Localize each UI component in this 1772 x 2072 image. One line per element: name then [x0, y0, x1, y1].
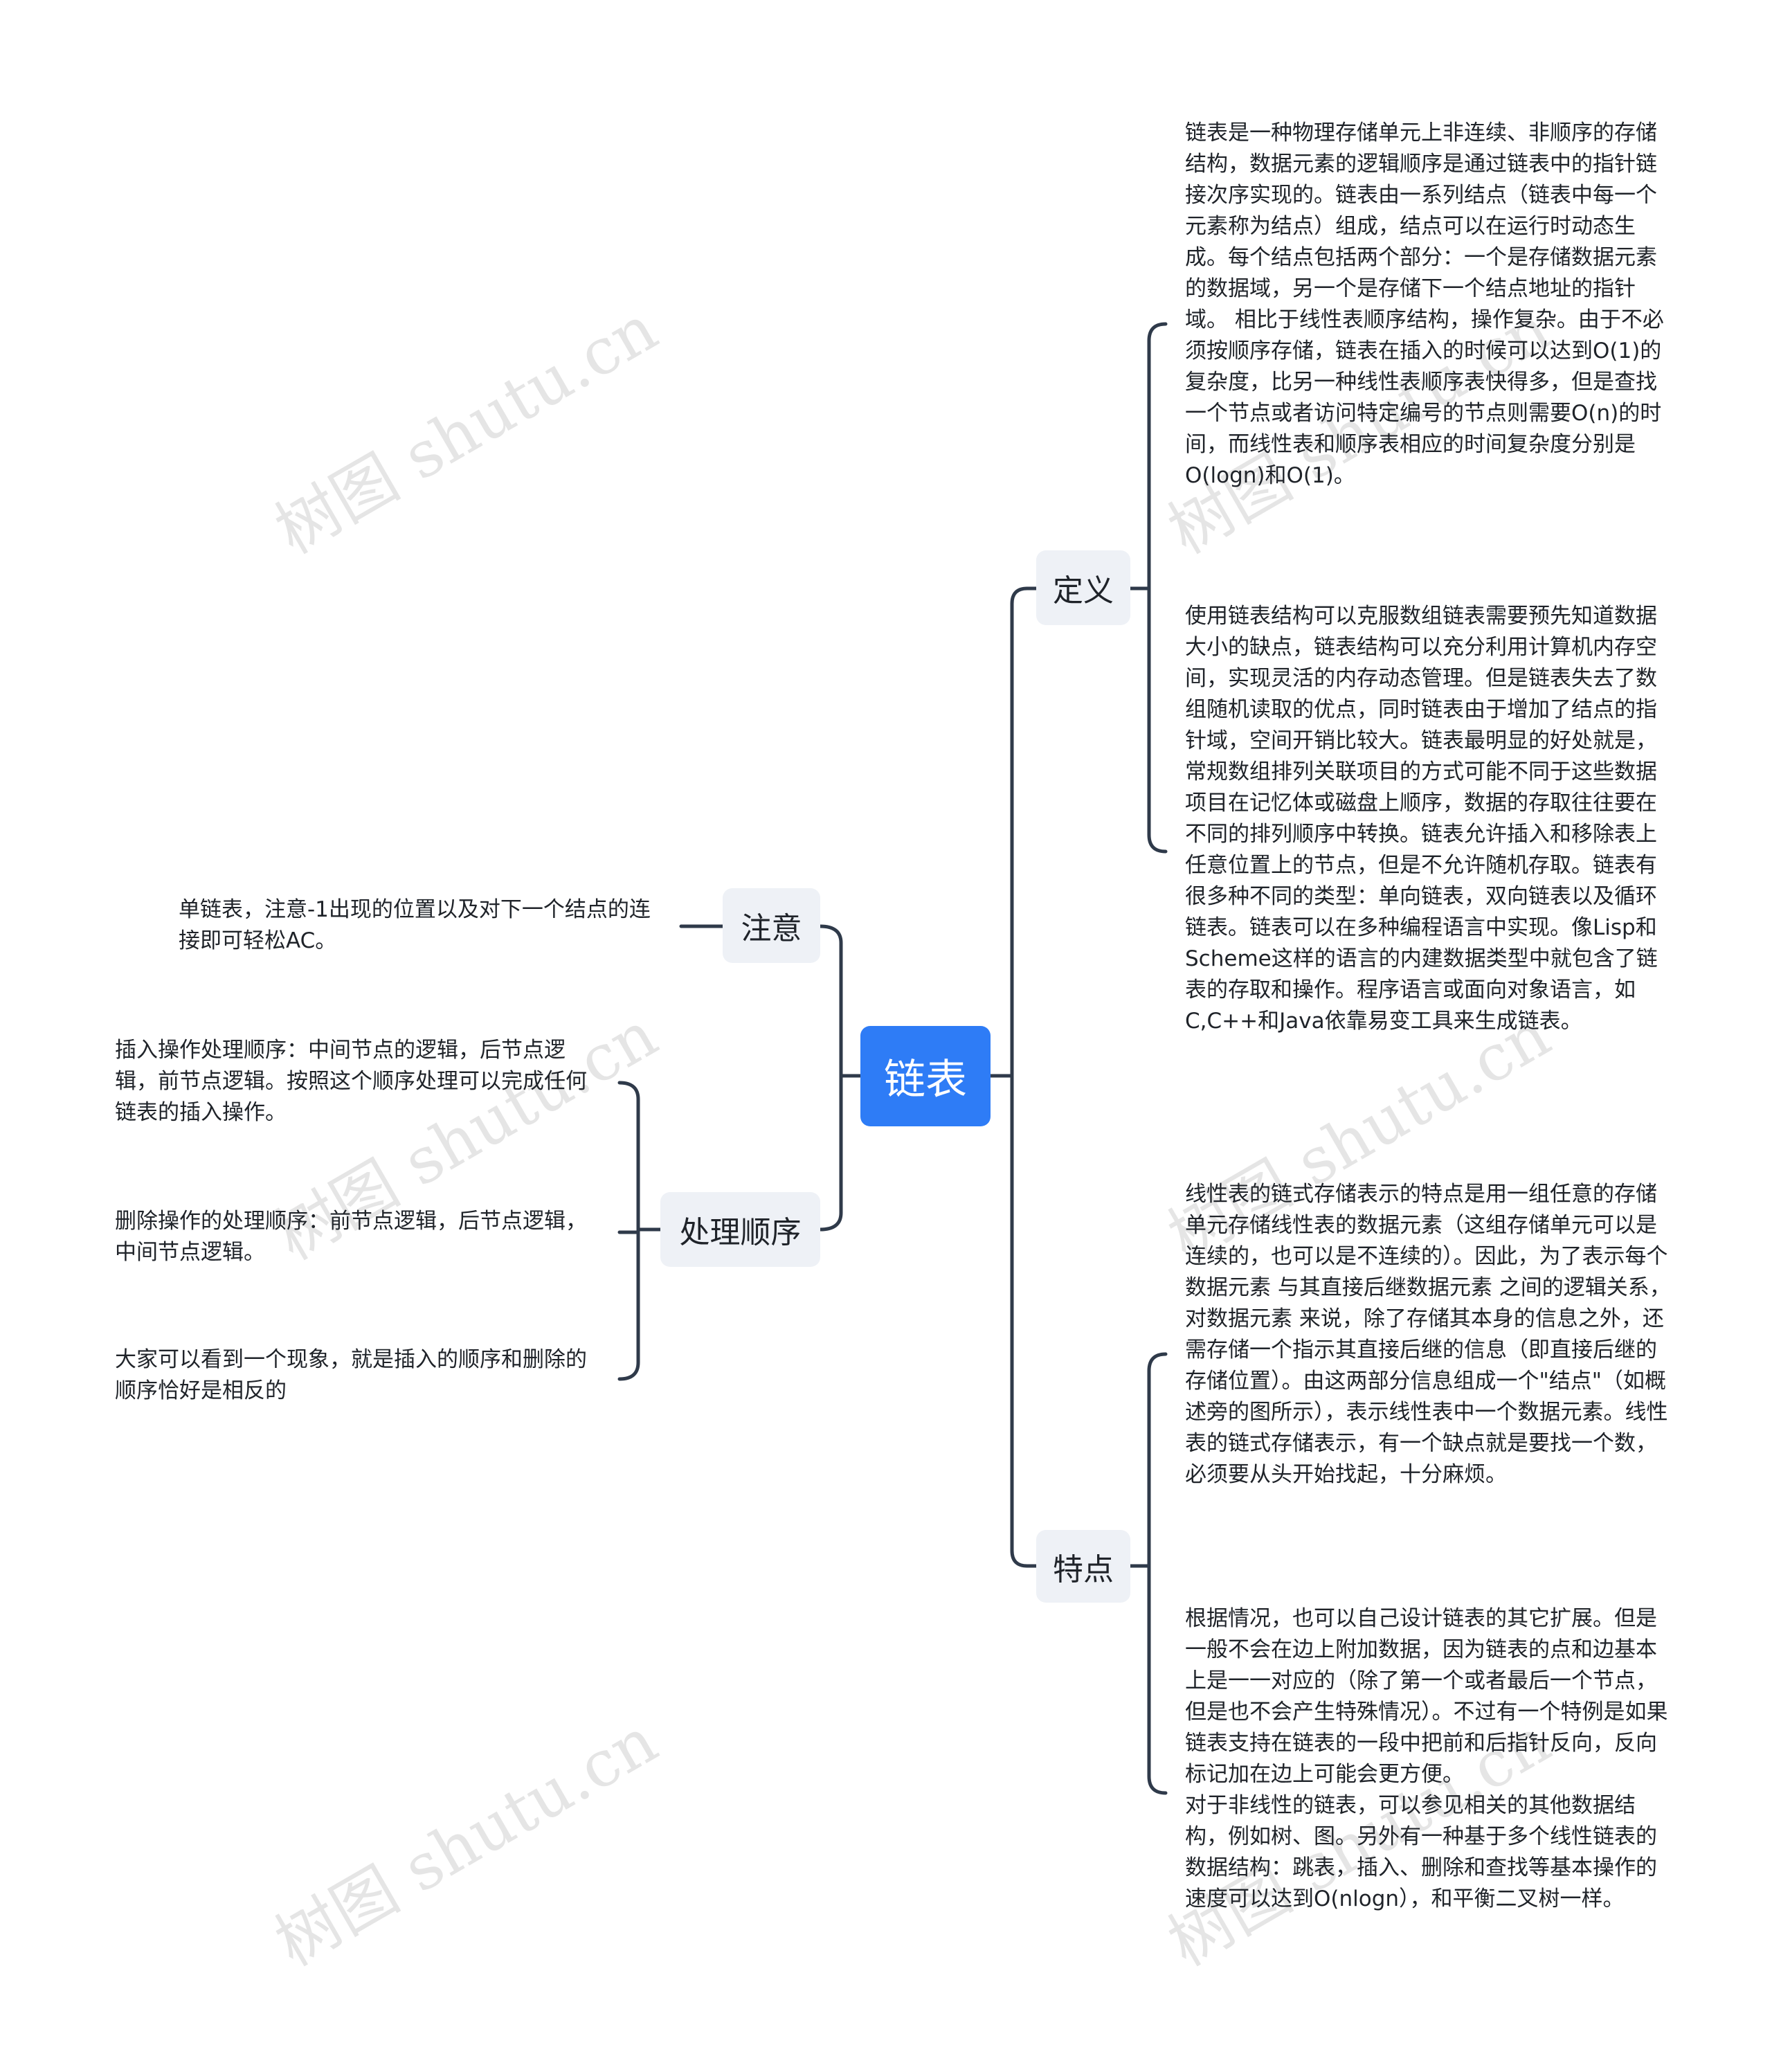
leaf-order-3: 大家可以看到一个现象，就是插入的顺序和删除的顺序恰好是相反的 [115, 1347, 587, 1403]
branch-processing-order[interactable]: 处理顺序 [660, 1192, 820, 1267]
leaf-definition-1: 链表是一种物理存储单元上非连续、非顺序的存储结构，数据元素的逻辑顺序是通过链表中… [1185, 120, 1664, 488]
edge-left-trunk [818, 924, 843, 1232]
edge-definition-bracket [1147, 322, 1168, 854]
leaf-definition-2: 使用链表结构可以克服数组链表需要预先知道数据大小的缺点，链表结构可以充分利用计算… [1185, 604, 1658, 1034]
branch-definition[interactable]: 定义 [1036, 550, 1130, 625]
branch-notice[interactable]: 注意 [723, 888, 820, 963]
leaf-order-2: 删除操作的处理顺序：前节点逻辑，后节点逻辑，中间节点逻辑。 [115, 1209, 587, 1265]
leaf-feature-1: 线性表的链式存储表示的特点是用一组任意的存储单元存储线性表的数据元素（这组存储单… [1185, 1182, 1671, 1487]
branch-feature[interactable]: 特点 [1036, 1530, 1130, 1603]
edge-right-trunk [1010, 586, 1029, 1568]
leaf-notice-1: 单链表，注意-1出现的位置以及对下一个结点的连接即可轻松AC。 [179, 897, 651, 953]
edge-feature-bracket [1147, 1352, 1168, 1795]
leaf-feature-2: 根据情况，也可以自己设计链表的其它扩展。但是一般不会在边上附加数据，因为链表的点… [1185, 1606, 1668, 1911]
root-node[interactable]: 链表 [860, 1026, 991, 1126]
leaf-order-1: 插入操作处理顺序：中间节点的逻辑，后节点逻辑，前节点逻辑。按照这个顺序处理可以完… [115, 1038, 587, 1125]
